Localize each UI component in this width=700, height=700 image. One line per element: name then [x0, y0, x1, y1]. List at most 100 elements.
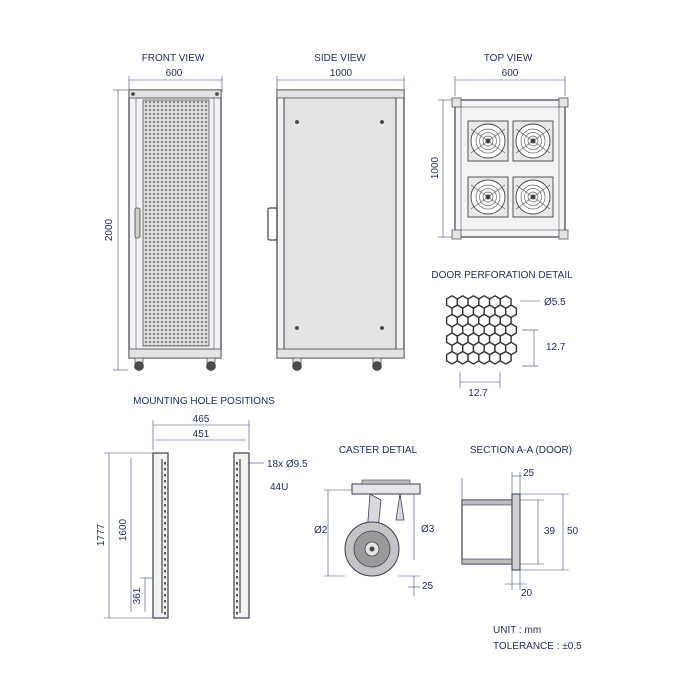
door-handle	[134, 207, 141, 239]
perforation-hole-dim: Ø5.5	[544, 297, 566, 308]
top-view-title: TOP VIEW	[484, 53, 533, 64]
perforation-hex	[445, 350, 459, 365]
caster-wheel-dim: Ø2	[314, 525, 328, 536]
rail-hole	[236, 588, 238, 591]
rail-hole	[164, 462, 166, 465]
rail-hole	[164, 552, 166, 555]
section-profile	[461, 499, 513, 565]
mounting-title: MOUNTING HOLE POSITIONS	[133, 396, 275, 407]
rail-hole	[236, 606, 238, 609]
rail-hole	[164, 522, 166, 525]
top-width-dim: 600	[502, 68, 519, 79]
rail-hole	[236, 546, 238, 549]
section-bottom-dim: 20	[521, 588, 533, 599]
rail-hole	[164, 480, 166, 483]
rail-hole	[164, 468, 166, 471]
rail-hole	[236, 498, 238, 501]
side-caster-right	[372, 361, 382, 371]
rail-hole	[164, 564, 166, 567]
rail-hole	[236, 540, 238, 543]
rail-hole	[236, 522, 238, 525]
perforation-pitch-h-dim: 12.7	[468, 388, 488, 399]
mounting-height-dim: 1777	[96, 523, 107, 546]
rail-holes	[164, 462, 238, 615]
top-fans	[467, 120, 554, 218]
section-title: SECTION A-A (DOOR)	[470, 445, 572, 456]
front-caster-left	[134, 361, 144, 371]
section-inner-dim: 39	[544, 526, 556, 537]
mounting-holes-view: MOUNTING HOLE POSITIONS 465 451 18x Ø9.5…	[96, 396, 308, 619]
perforation-hexes	[445, 294, 518, 365]
mounting-outer-dim: 465	[193, 414, 210, 425]
mounting-inner-dim: 451	[193, 429, 210, 440]
side-view: SIDE VIEW 1000	[267, 53, 405, 371]
section-view: SECTION A-A (DOOR) 25 39 50 20	[461, 445, 579, 599]
door-mesh	[142, 99, 210, 347]
section-top-dim: 25	[523, 468, 535, 479]
rail-hole	[236, 558, 238, 561]
rail-hole	[236, 582, 238, 585]
caster-plate	[351, 483, 421, 495]
rail-hole	[164, 558, 166, 561]
rail-hole	[236, 564, 238, 567]
perforation-hex	[478, 350, 491, 365]
rail-hole	[164, 528, 166, 531]
rail-hole	[164, 474, 166, 477]
rail-hole	[236, 600, 238, 603]
rail-hole	[236, 576, 238, 579]
caster-thick-dim: 25	[422, 581, 434, 592]
rail-hole	[164, 570, 166, 573]
mounting-holes-count: 18x Ø9.5	[267, 459, 308, 470]
rail-hole	[236, 504, 238, 507]
tolerance-note: TOLERANCE : ±0.5	[493, 641, 582, 652]
perforation-hex	[467, 350, 480, 365]
rail-hole	[164, 606, 166, 609]
side-caster-left	[292, 361, 302, 371]
top-depth-dim: 1000	[430, 156, 441, 179]
rail-hole	[164, 546, 166, 549]
rail-hole	[164, 534, 166, 537]
rail-hole	[164, 612, 166, 615]
front-height-dim: 2000	[104, 218, 115, 241]
rail-hole	[236, 552, 238, 555]
rail-hole	[164, 582, 166, 585]
rail-hole	[164, 594, 166, 597]
section-outer-dim: 50	[567, 526, 579, 537]
rail-hole	[164, 486, 166, 489]
caster-title: CASTER DETIAL	[339, 445, 418, 456]
rail-hole	[164, 516, 166, 519]
fan-icon	[512, 120, 554, 162]
rail-hole	[236, 480, 238, 483]
perforation-hex	[499, 350, 512, 365]
front-width-dim: 600	[166, 68, 183, 79]
rail-hole	[236, 468, 238, 471]
rail-hole	[164, 498, 166, 501]
unit-note: UNIT : mm	[493, 625, 541, 636]
rail-hole	[236, 534, 238, 537]
fan-icon	[512, 176, 554, 218]
rail-hole	[164, 492, 166, 495]
rail-hole	[236, 510, 238, 513]
perforation-detail: DOOR PERFORATION DETAIL Ø5.5 12.7 12.7	[431, 270, 573, 399]
perforation-title: DOOR PERFORATION DETAIL	[431, 270, 573, 281]
rail-hole	[236, 516, 238, 519]
front-caster-right	[206, 361, 216, 371]
rail-hole	[164, 600, 166, 603]
mounting-span-dim: 1600	[118, 518, 129, 541]
perforation-hex	[488, 350, 501, 365]
side-depth-dim: 1000	[330, 68, 353, 79]
side-handle	[267, 207, 278, 241]
side-view-title: SIDE VIEW	[314, 53, 366, 64]
rail-hole	[164, 576, 166, 579]
rail-hole	[236, 570, 238, 573]
top-view: TOP VIEW 600 1000	[430, 53, 569, 240]
fan-icon	[467, 176, 509, 218]
front-view-title: FRONT VIEW	[142, 53, 205, 64]
rail-hole	[236, 594, 238, 597]
mounting-offset-dim: 361	[132, 587, 143, 604]
front-view: FRONT VIEW 600 2000	[104, 53, 223, 371]
rail-hole	[164, 504, 166, 507]
rail-hole	[236, 474, 238, 477]
rail-hole	[236, 462, 238, 465]
